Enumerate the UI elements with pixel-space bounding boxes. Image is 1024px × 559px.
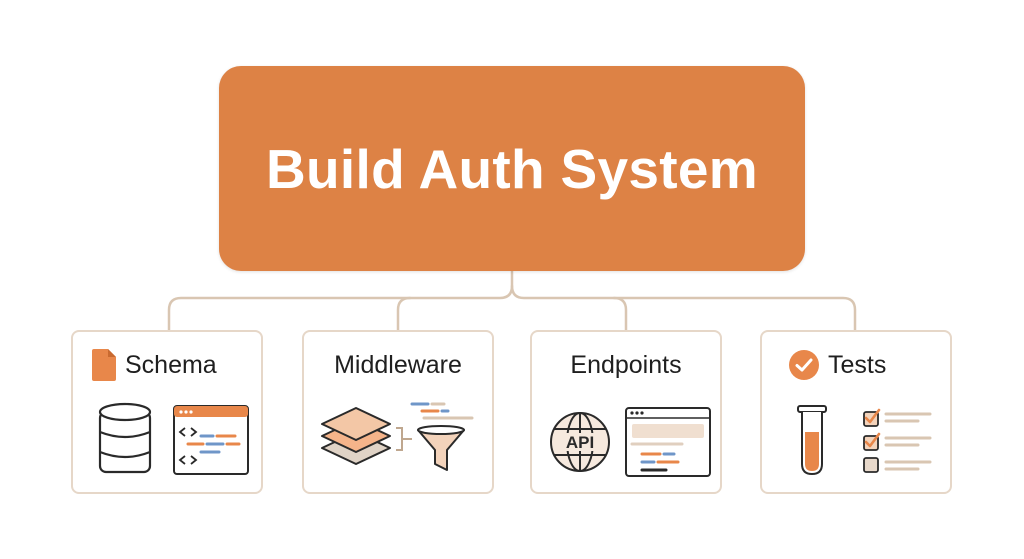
check-circle-icon [789, 350, 819, 380]
filter-funnel-icon [417, 425, 465, 471]
root-title: Build Auth System [266, 137, 758, 200]
root-node: Build Auth System [219, 66, 805, 271]
database-icon [98, 402, 152, 474]
api-globe-icon: API [550, 412, 610, 472]
test-tube-icon [797, 405, 827, 476]
card-tests: Tests [760, 330, 952, 494]
layers-icon [321, 407, 391, 465]
card-label-endpoints: Endpoints [570, 350, 682, 379]
code-window-icon [625, 407, 711, 477]
document-icon [92, 349, 116, 381]
card-label-tests: Tests [828, 350, 887, 379]
code-lines-icon [410, 402, 474, 420]
card-schema: Schema [71, 330, 263, 494]
code-window-icon [173, 405, 249, 475]
bracket-connector [396, 427, 412, 451]
card-label-middleware: Middleware [334, 350, 462, 379]
card-middleware: Middleware [302, 330, 494, 494]
card-endpoints: Endpoints API [530, 330, 722, 494]
card-label-schema: Schema [125, 350, 217, 379]
checklist-icon [863, 408, 932, 473]
svg-text:API: API [566, 433, 594, 452]
